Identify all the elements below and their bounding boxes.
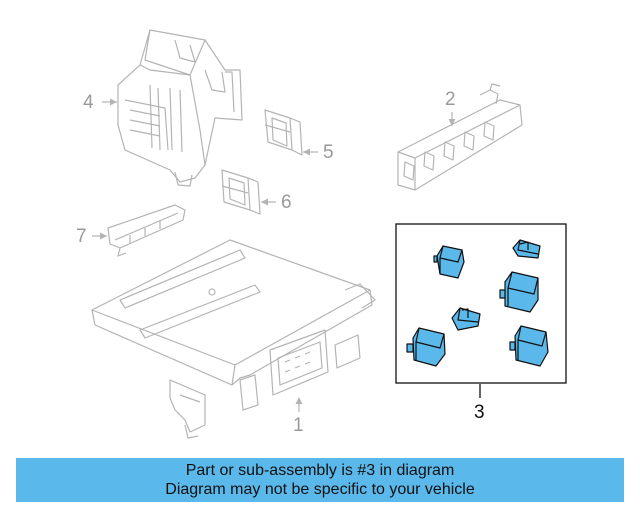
relay-e[interactable] — [406, 327, 446, 367]
leader-arrow-6 — [261, 198, 268, 206]
callout-4[interactable]: 4 — [83, 92, 94, 113]
relay-d[interactable] — [451, 307, 481, 331]
callout-3[interactable]: 3 — [474, 402, 485, 423]
part-2-relay-carrier — [397, 83, 523, 191]
relay-c[interactable] — [499, 271, 539, 313]
info-banner: Part or sub-assembly is #3 in diagram Di… — [16, 458, 624, 502]
leader-arrow-5 — [303, 148, 310, 156]
part-1-control-module — [91, 239, 376, 439]
leader-arrow-4 — [110, 98, 117, 106]
callout-5[interactable]: 5 — [323, 142, 334, 163]
part-3-relay-kit[interactable] — [406, 239, 549, 367]
leader-arrow-2 — [448, 119, 456, 126]
part-7-connector — [107, 204, 186, 257]
banner-line-2: Diagram may not be specific to your vehi… — [165, 481, 475, 498]
banner-line-1: Part or sub-assembly is #3 in diagram — [185, 462, 455, 479]
callout-2[interactable]: 2 — [445, 89, 456, 110]
relay-f[interactable] — [509, 325, 549, 367]
relay-a[interactable] — [433, 245, 465, 279]
callout-7[interactable]: 7 — [76, 226, 87, 247]
callout-6[interactable]: 6 — [281, 192, 292, 213]
relay-b[interactable] — [512, 239, 541, 259]
callout-1[interactable]: 1 — [293, 415, 304, 436]
leader-arrow-7 — [100, 232, 107, 240]
part-6-relay — [221, 169, 261, 215]
part-4-fuse-box — [117, 29, 243, 187]
part-5-relay — [264, 109, 303, 156]
leader-arrow-1 — [295, 397, 303, 404]
